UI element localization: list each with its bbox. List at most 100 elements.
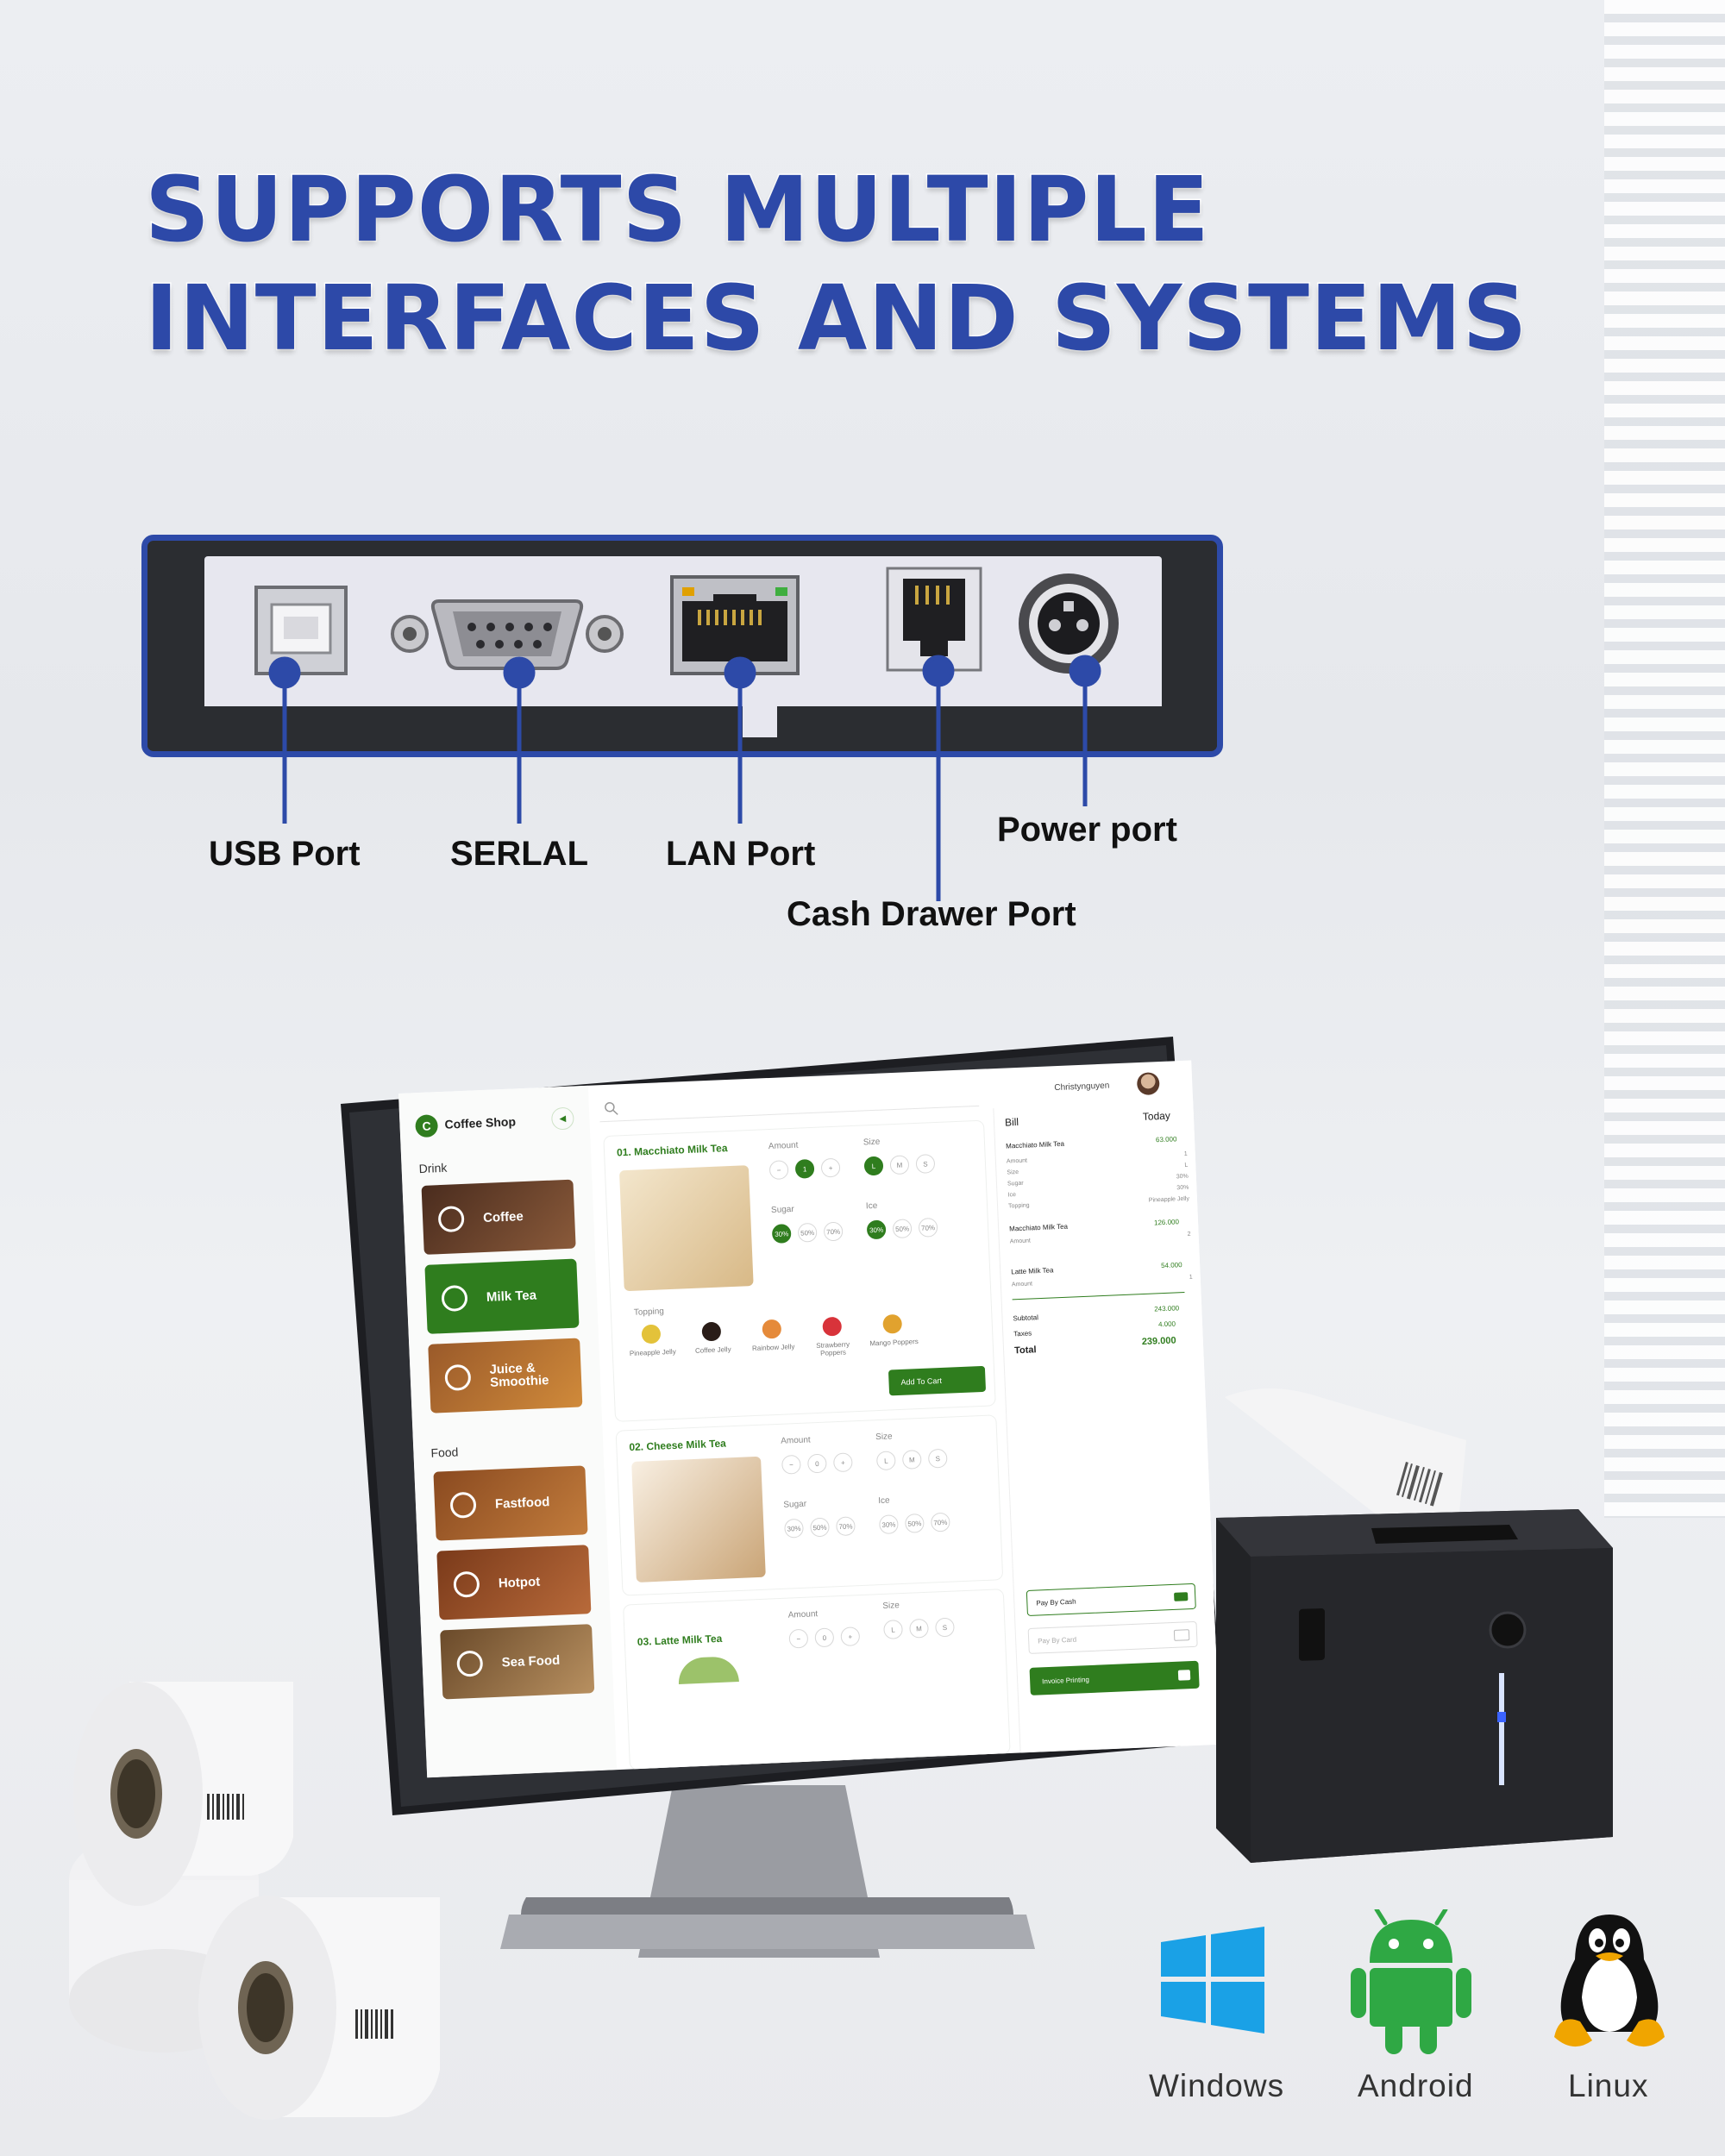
category-coffee[interactable]: Coffee	[421, 1179, 576, 1255]
product-image-macchiato	[618, 1165, 754, 1292]
size-s-1[interactable]: S	[915, 1154, 936, 1174]
pos-app-screen: C Coffee Shop ◀ Drink Coffee Milk Tea Ju…	[398, 1060, 1220, 1778]
user-avatar[interactable]	[1136, 1072, 1160, 1096]
hotpot-icon	[453, 1570, 480, 1598]
printer-port-panel	[141, 535, 1223, 757]
sugar-30-2[interactable]: 30%	[784, 1518, 804, 1539]
android-logo-icon	[1351, 1909, 1471, 2054]
size-s-3[interactable]: S	[935, 1617, 955, 1638]
search-bar[interactable]	[599, 1081, 980, 1123]
bill-item-3-price: 54.000	[1160, 1261, 1182, 1270]
juice-glass-icon	[444, 1363, 472, 1392]
size-m-3[interactable]: M	[909, 1618, 929, 1639]
fish-icon	[456, 1650, 484, 1677]
power-port-label: Power port	[997, 811, 1177, 849]
user-name: Christynguyen	[1054, 1081, 1110, 1094]
bill-title: Bill	[1004, 1115, 1019, 1129]
topping-name-3: Rainbow Jelly	[751, 1343, 795, 1353]
category-milk-tea[interactable]: Milk Tea	[424, 1258, 580, 1334]
ice-30-2[interactable]: 30%	[878, 1514, 899, 1535]
product-title-1: 01. Macchiato Milk Tea	[616, 1142, 728, 1159]
os-label-windows: Windows	[1149, 2068, 1285, 2103]
category-juice-smoothie[interactable]: Juice & Smoothie	[428, 1338, 583, 1413]
sugar-50-1[interactable]: 50%	[797, 1222, 818, 1243]
ice-30-1[interactable]: 30%	[866, 1219, 887, 1240]
subtotal-label: Subtotal	[1013, 1313, 1039, 1323]
product-card-1: 01. Macchiato Milk Tea Amount − 1 + Size…	[604, 1120, 995, 1421]
size-m-2[interactable]: M	[901, 1449, 922, 1470]
product-title-2: 02. Cheese Milk Tea	[629, 1437, 727, 1454]
size-m-1[interactable]: M	[889, 1155, 910, 1175]
coffee-bean-icon	[437, 1205, 465, 1233]
cash-icon	[1174, 1592, 1189, 1601]
category-sea-food[interactable]: Sea Food	[440, 1624, 595, 1700]
ice-70-2[interactable]: 70%	[930, 1512, 950, 1532]
sugar-30-1[interactable]: 30%	[771, 1224, 792, 1244]
total-value: 239.000	[1141, 1335, 1176, 1348]
bill-item-3-amount-label: Amount	[1011, 1281, 1033, 1288]
topping-name-1: Pineapple Jelly	[629, 1347, 676, 1358]
headline-line-2: INTERFACES AND SYSTEMS	[143, 265, 1528, 373]
topping-coffee-jelly[interactable]	[701, 1321, 722, 1342]
category-hotpot[interactable]: Hotpot	[436, 1545, 592, 1620]
lan-port-label: LAN Port	[666, 835, 816, 873]
ice-label-1: Ice	[865, 1200, 878, 1212]
os-label-android: Android	[1358, 2068, 1474, 2103]
bill-item-3-amount: 1	[1189, 1274, 1193, 1281]
sugar-70-1[interactable]: 70%	[823, 1221, 844, 1242]
serial-port-label: SERLAL	[450, 835, 588, 873]
receipt-printer	[1216, 1388, 1613, 1863]
sugar-50-2[interactable]: 50%	[810, 1517, 830, 1538]
amount-value-1: 1	[794, 1158, 815, 1179]
amount-label-3: Amount	[787, 1609, 819, 1620]
ice-50-1[interactable]: 50%	[892, 1219, 913, 1239]
size-l-1[interactable]: L	[863, 1156, 884, 1176]
invoice-printing-button[interactable]: Invoice Printing	[1029, 1660, 1200, 1695]
rj11-cash-drawer-port-icon	[886, 567, 982, 672]
bill-panel: Bill Today Macchiato Milk Tea 63.000 Amo…	[993, 1100, 1220, 1753]
pay-by-cash-button[interactable]: Pay By Cash	[1026, 1583, 1196, 1617]
bill-item-2-amount-label: Amount	[1009, 1238, 1032, 1245]
minus-button-3[interactable]: −	[788, 1628, 809, 1649]
plus-button-2[interactable]: +	[832, 1452, 853, 1473]
ice-50-2[interactable]: 50%	[904, 1513, 925, 1533]
add-to-cart-button[interactable]: Add To Cart	[888, 1365, 987, 1396]
ice-70-1[interactable]: 70%	[918, 1217, 938, 1238]
category-fastfood[interactable]: Fastfood	[433, 1465, 588, 1541]
size-label-2: Size	[875, 1432, 893, 1443]
minus-button-2[interactable]: −	[781, 1454, 801, 1475]
product-title-3: 03. Latte Milk Tea	[637, 1632, 723, 1648]
card-icon	[1173, 1628, 1190, 1641]
sugar-70-2[interactable]: 70%	[836, 1516, 856, 1537]
topping-pineapple-jelly[interactable]	[641, 1324, 662, 1344]
size-l-2[interactable]: L	[875, 1451, 896, 1471]
headline: SUPPORTS MULTIPLE INTERFACES AND SYSTEMS	[143, 155, 1528, 373]
topping-rainbow-jelly[interactable]	[762, 1319, 782, 1339]
product-image-latte	[677, 1656, 739, 1684]
amount-label-2: Amount	[781, 1435, 811, 1446]
din-power-port-icon	[1019, 573, 1119, 674]
os-label-linux: Linux	[1568, 2068, 1649, 2103]
bill-item-2-price: 126.000	[1153, 1218, 1180, 1227]
topping-mango-poppers[interactable]	[882, 1313, 903, 1334]
minus-button-1[interactable]: −	[768, 1160, 789, 1181]
sugar-label-2: Sugar	[783, 1499, 807, 1510]
sugar-label-1: Sugar	[770, 1204, 794, 1216]
printer-icon	[1177, 1670, 1191, 1681]
plus-button-1[interactable]: +	[820, 1157, 841, 1178]
plus-button-3[interactable]: +	[840, 1626, 861, 1647]
panel-shadow-left	[147, 706, 743, 749]
linux-tux-icon	[1554, 1915, 1665, 2047]
size-s-2[interactable]: S	[927, 1448, 948, 1469]
burger-icon	[449, 1491, 477, 1519]
size-l-3[interactable]: L	[883, 1620, 903, 1639]
pay-by-card-button[interactable]: Pay By Card	[1027, 1620, 1198, 1654]
windows-logo-icon	[1161, 1927, 1264, 2034]
bill-item-1-price: 63.000	[1155, 1135, 1177, 1144]
topping-strawberry-poppers[interactable]	[822, 1316, 843, 1337]
amount-label-1: Amount	[768, 1140, 799, 1152]
cash-drawer-port-label: Cash Drawer Port	[787, 895, 1076, 933]
serial-db9-port-icon	[391, 599, 624, 670]
